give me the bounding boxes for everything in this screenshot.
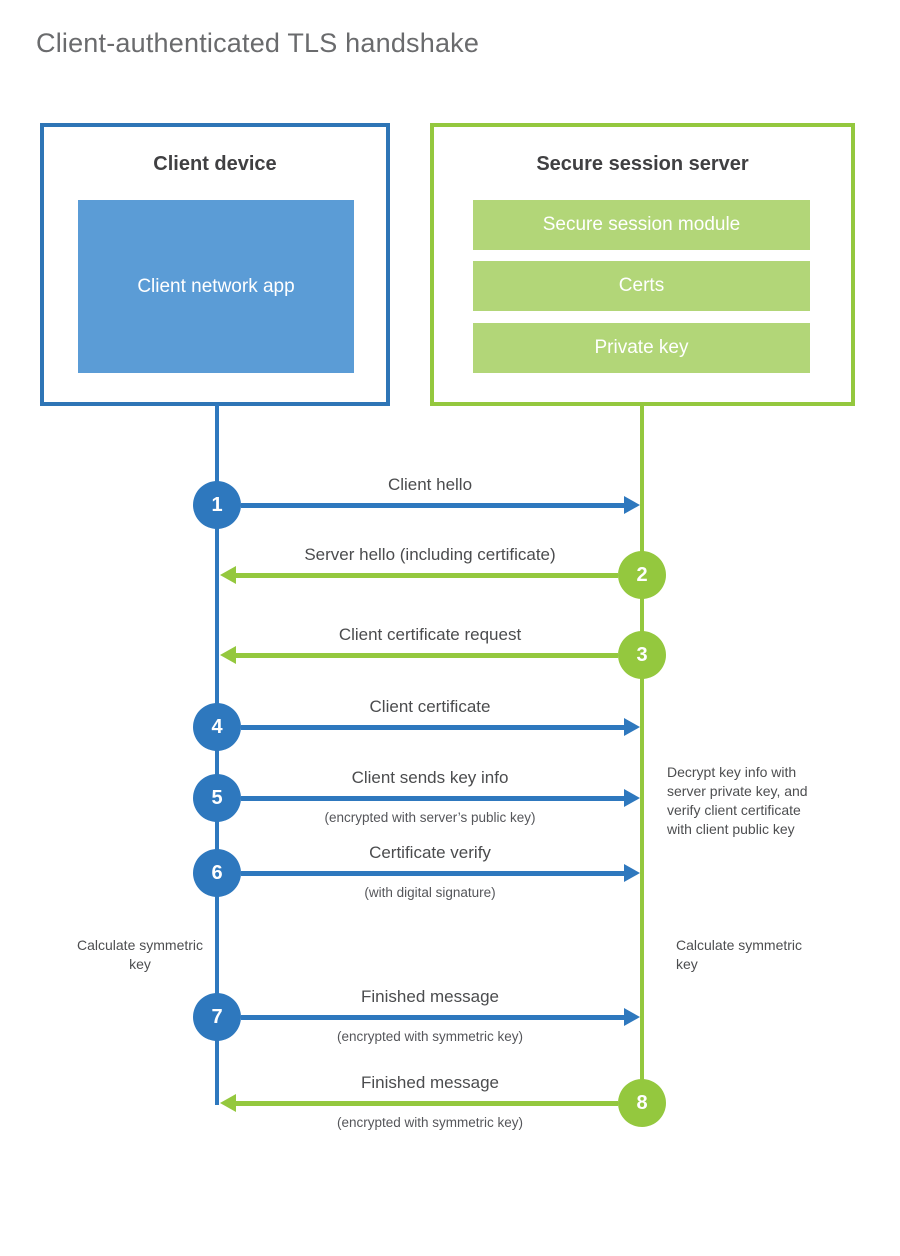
- step-arrow-5: [241, 796, 624, 801]
- step-arrow-7: [241, 1015, 624, 1020]
- step-circle-8: 8: [618, 1079, 666, 1127]
- step-arrowhead-1: [624, 496, 640, 514]
- step-sublabel-8: (encrypted with symmetric key): [336, 1115, 524, 1130]
- step-sublabel-5: (encrypted with server’s public key): [324, 810, 536, 825]
- step-label-6: Certificate verify: [369, 843, 491, 862]
- step-label-4: Client certificate: [369, 697, 491, 716]
- server-title: Secure session server: [536, 153, 749, 175]
- client-network-app-label: Client network app: [137, 275, 295, 297]
- step-circle-2: 2: [618, 551, 666, 599]
- step-arrowhead-6: [624, 864, 640, 882]
- step-circle-3: 3: [618, 631, 666, 679]
- step-sublabel-7: (encrypted with symmetric key): [336, 1029, 524, 1044]
- step-arrow-6: [241, 871, 624, 876]
- step-label-7: Finished message: [361, 987, 499, 1006]
- step-sublabel-6: (with digital signature): [364, 885, 496, 900]
- step-circle-4: 4: [193, 703, 241, 751]
- step-arrow-1: [241, 503, 624, 508]
- step-circle-7: 7: [193, 993, 241, 1041]
- step-circle-1: 1: [193, 481, 241, 529]
- step-arrow-2: [236, 573, 618, 578]
- client-calculate-key-note: Calculate symmetric key: [76, 937, 204, 972]
- page-title: Client-authenticated TLS handshake: [36, 28, 480, 58]
- server-module-certs: Certs: [473, 261, 810, 311]
- client-device-title: Client device: [153, 153, 277, 175]
- client-network-app-box: Client network app: [78, 200, 354, 373]
- step-label-8: Finished message: [361, 1073, 499, 1092]
- step-arrow-3: [236, 653, 618, 658]
- server-calculate-key-note: Calculate symmetric key: [676, 937, 803, 972]
- server-module-secure-session: Secure session module: [473, 200, 810, 250]
- step-arrowhead-4: [624, 718, 640, 736]
- client-lifeline: [215, 404, 219, 1105]
- step-arrowhead-7: [624, 1008, 640, 1026]
- step-label-5: Client sends key info: [351, 768, 509, 787]
- step-label-3: Client certificate request: [338, 625, 522, 644]
- server-module-private-key: Private key: [473, 323, 810, 373]
- step-circle-6: 6: [193, 849, 241, 897]
- step-label-2: Server hello (including certificate): [304, 545, 556, 564]
- step-arrowhead-3: [220, 646, 236, 664]
- step-circle-5: 5: [193, 774, 241, 822]
- server-decrypt-note: Decrypt key info with server private key…: [667, 764, 808, 837]
- step-arrowhead-8: [220, 1094, 236, 1112]
- step-arrow-4: [241, 725, 624, 730]
- step-arrowhead-5: [624, 789, 640, 807]
- step-label-1: Client hello: [387, 475, 473, 494]
- server-lifeline: [640, 404, 644, 1105]
- step-arrowhead-2: [220, 566, 236, 584]
- step-arrow-8: [236, 1101, 618, 1106]
